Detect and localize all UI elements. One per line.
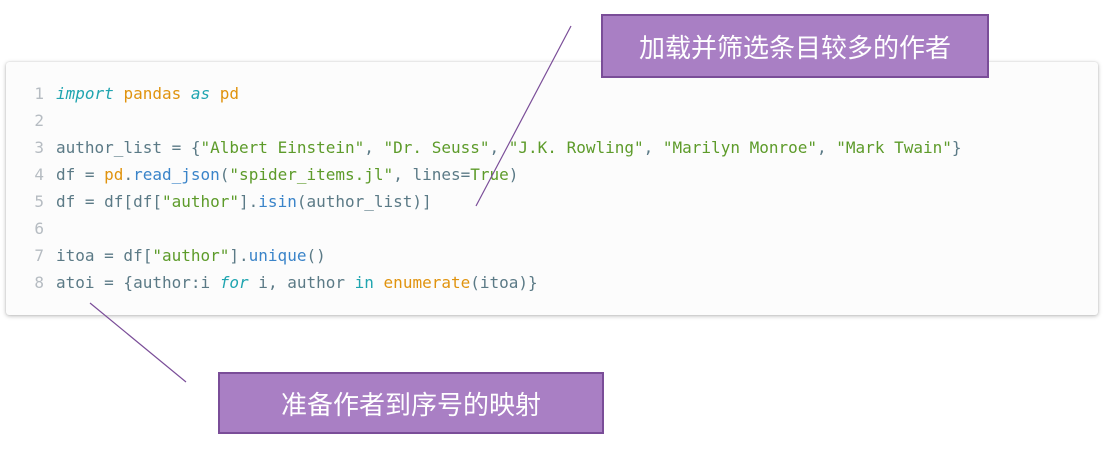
line-number: 8 <box>34 273 44 292</box>
code-token: "Dr. Seuss" <box>383 138 490 157</box>
code-token: . <box>123 165 134 184</box>
code-token: ( <box>219 165 230 184</box>
code-token: df = <box>56 165 105 184</box>
code-token <box>114 84 124 103</box>
code-line: 3 author_list = {"Albert Einstein", "Dr. … <box>6 134 962 161</box>
code-line: 4 df = pd.read_json("spider_items.jl", li… <box>6 161 962 188</box>
code-token: , <box>364 138 384 157</box>
line-number: 6 <box>34 219 44 238</box>
code-token: pd <box>219 84 240 103</box>
code-token: ]. <box>239 192 259 211</box>
code-token: atoi = {author:i <box>56 273 220 292</box>
code-token: unique <box>248 246 307 265</box>
code-line: 2 <box>6 107 962 134</box>
line-number: 1 <box>34 84 44 103</box>
annotation-author-index-map: 准备作者到序号的映射 <box>218 372 604 434</box>
code-token: author_list = { <box>56 138 201 157</box>
code-line: 7 itoa = df["author"].unique() <box>6 242 962 269</box>
code-token: ]. <box>229 246 249 265</box>
code-token: pd <box>104 165 124 184</box>
code-token: } <box>951 138 962 157</box>
code-token: as <box>190 84 211 103</box>
line-number: 5 <box>34 192 44 211</box>
code-line: 6 <box>6 215 962 242</box>
code-token: () <box>306 246 326 265</box>
code-token: ) <box>508 165 519 184</box>
code-token: pandas <box>123 84 182 103</box>
code-token: enumerate <box>383 273 471 292</box>
code-token <box>210 84 220 103</box>
code-token: read_json <box>133 165 220 184</box>
code-token: i, author <box>248 273 355 292</box>
code-line: 5 df = df[df["author"].isin(author_list)] <box>6 188 962 215</box>
code-token: (author_list)] <box>296 192 432 211</box>
code-token <box>374 273 384 292</box>
code-token: itoa = df[ <box>56 246 153 265</box>
code-token: "spider_items.jl" <box>229 165 394 184</box>
code-token: , lines= <box>393 165 471 184</box>
code-token: for <box>219 273 249 292</box>
line-number: 2 <box>34 111 44 130</box>
code-token: "Mark Twain" <box>836 138 952 157</box>
code-token: True <box>470 165 509 184</box>
line-number: 7 <box>34 246 44 265</box>
code-token: isin <box>258 192 297 211</box>
code-token: "author" <box>161 192 240 211</box>
code-token: , <box>643 138 663 157</box>
code-token: "J.K. Rowling" <box>508 138 644 157</box>
code-token: "author" <box>152 246 230 265</box>
annotation-load-filter-text: 加载并筛选条目较多的作者 <box>638 33 951 64</box>
line-number: 3 <box>34 138 44 157</box>
code-token <box>181 84 191 103</box>
code-token: df = df[df[ <box>56 192 162 211</box>
code-block: 1 import pandas as pd 2 3 author_list = {"Al… <box>6 62 1098 315</box>
code-lines: 1 import pandas as pd 2 3 author_list = {"Al… <box>6 80 962 296</box>
code-line: 1 import pandas as pd <box>6 80 962 107</box>
code-token: (itoa)} <box>470 273 538 292</box>
line-number: 4 <box>34 165 44 184</box>
code-token: in <box>354 273 374 292</box>
code-token: , <box>489 138 509 157</box>
annotation-author-index-map-text: 准备作者到序号的映射 <box>280 390 541 421</box>
code-token: import <box>56 84 114 103</box>
code-token: , <box>817 138 837 157</box>
code-token: "Marilyn Monroe" <box>662 138 818 157</box>
code-line: 8 atoi = {author:i for i, author in enume… <box>6 269 962 296</box>
annotation-load-filter: 加载并筛选条目较多的作者 <box>601 14 989 78</box>
code-token: "Albert Einstein" <box>200 138 365 157</box>
